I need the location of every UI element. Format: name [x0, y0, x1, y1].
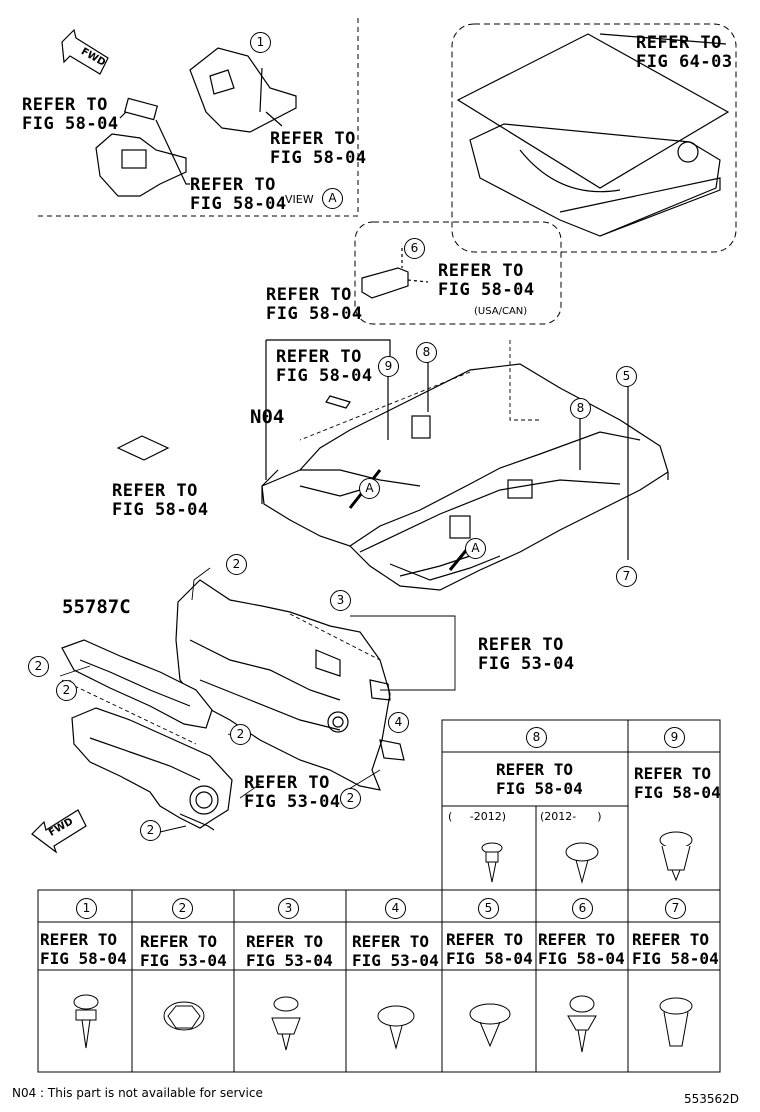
view-a-marker: A: [322, 188, 343, 209]
clip-icon-7: [659, 997, 693, 1047]
marker-5: 5: [616, 366, 637, 387]
table-num-3: 3: [278, 898, 299, 919]
part-number-55787c: 55787C: [62, 596, 131, 618]
marker-2c: 2: [56, 680, 77, 701]
clip-icon-8a: [481, 842, 503, 883]
marker-8a: 8: [416, 342, 437, 363]
clip-icon-3: [271, 996, 301, 1051]
table-num-4: 4: [385, 898, 406, 919]
fwd-arrow-top-icon: [61, 28, 109, 75]
nut-icon-2: [163, 1001, 205, 1031]
marker-9: 9: [378, 356, 399, 377]
marker-2a: 2: [226, 554, 247, 575]
table-col9-num: 9: [664, 727, 685, 748]
footer-note: N04 : This part is not available for ser…: [12, 1086, 263, 1100]
n04-label: N04: [250, 406, 285, 428]
table-col8-num: 8: [526, 727, 547, 748]
table-col8-sub-a: ( -2012): [448, 810, 507, 823]
table-num-7: 7: [665, 898, 686, 919]
marker-1: 1: [250, 32, 271, 53]
clip-icon-8b: [565, 842, 599, 884]
marker-4: 4: [388, 712, 409, 733]
diagram-id: 553562D: [684, 1092, 740, 1106]
marker-2f: 2: [140, 820, 161, 841]
marker-2e: 2: [340, 788, 361, 809]
table-num-6: 6: [572, 898, 593, 919]
marker-2d: 2: [230, 724, 251, 745]
marker-8b: 8: [570, 398, 591, 419]
table-col8-sub-b: (2012- ): [540, 810, 602, 823]
clip-icon-1: [73, 994, 99, 1049]
marker-6: 6: [404, 238, 425, 259]
clip-icon-5: [469, 1003, 511, 1048]
fwd-arrow-bottom-icon: [31, 809, 87, 854]
marker-7: 7: [616, 566, 637, 587]
a-marker-1: A: [359, 478, 380, 499]
clip-icon-9: [659, 831, 693, 882]
table-num-2: 2: [172, 898, 193, 919]
table-num-5: 5: [478, 898, 499, 919]
clip-icon-4: [377, 1005, 415, 1050]
marker-3: 3: [330, 590, 351, 611]
view-label: VIEW: [285, 193, 314, 206]
a-marker-2: A: [465, 538, 486, 559]
clip-icon-6: [567, 995, 597, 1053]
marker-2b: 2: [28, 656, 49, 677]
table-num-1: 1: [76, 898, 97, 919]
usa-can-label: (USA/CAN): [474, 306, 528, 317]
